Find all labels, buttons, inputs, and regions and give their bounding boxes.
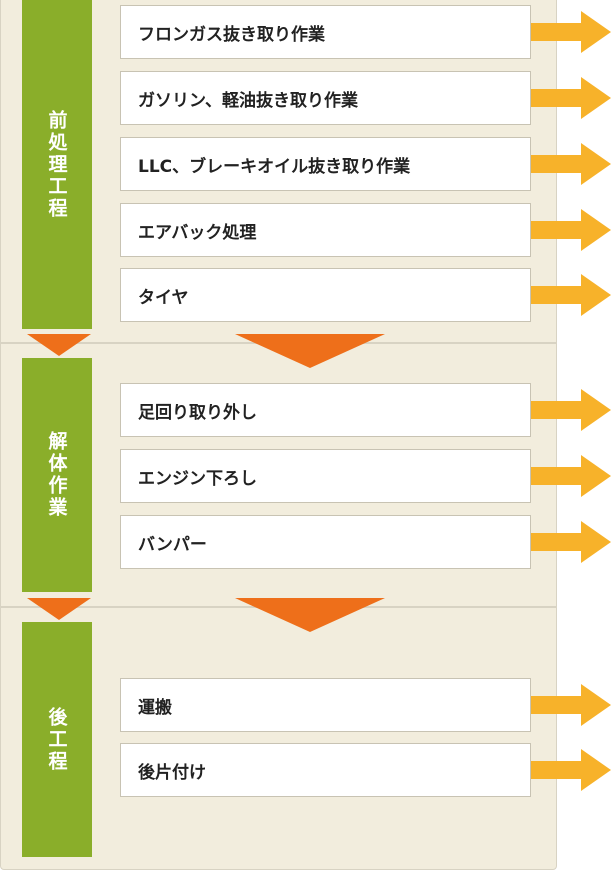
step-box: フロンガス抜き取り作業 [120, 5, 531, 59]
step-box: タイヤ [120, 268, 531, 322]
step-box: LLC、ブレーキオイル抜き取り作業 [120, 137, 531, 191]
right-arrow-icon [531, 143, 611, 185]
stage-label-pre-processing: 前処理工程 [22, 0, 92, 329]
right-arrow-icon [531, 209, 611, 251]
step-box: エンジン下ろし [120, 449, 531, 503]
right-arrow-icon [531, 389, 611, 431]
right-arrow-icon [531, 455, 611, 497]
right-arrow-icon [531, 749, 611, 791]
down-arrow-icon [27, 598, 91, 620]
step-box: 足回り取り外し [120, 383, 531, 437]
stage-label-dismantling: 解体作業 [22, 358, 92, 592]
right-arrow-icon [531, 521, 611, 563]
step-box: バンパー [120, 515, 531, 569]
right-arrow-icon [531, 684, 611, 726]
step-box: 運搬 [120, 678, 531, 732]
right-arrow-icon [531, 274, 611, 316]
step-box: 後片付け [120, 743, 531, 797]
down-arrow-icon [235, 598, 385, 632]
right-arrow-icon [531, 11, 611, 53]
stage-panel-post-processing [0, 607, 557, 870]
down-arrow-icon [235, 334, 385, 368]
stage-label-post-processing: 後工程 [22, 622, 92, 857]
step-box: エアバック処理 [120, 203, 531, 257]
step-box: ガソリン、軽油抜き取り作業 [120, 71, 531, 125]
down-arrow-icon [27, 334, 91, 356]
right-arrow-icon [531, 77, 611, 119]
